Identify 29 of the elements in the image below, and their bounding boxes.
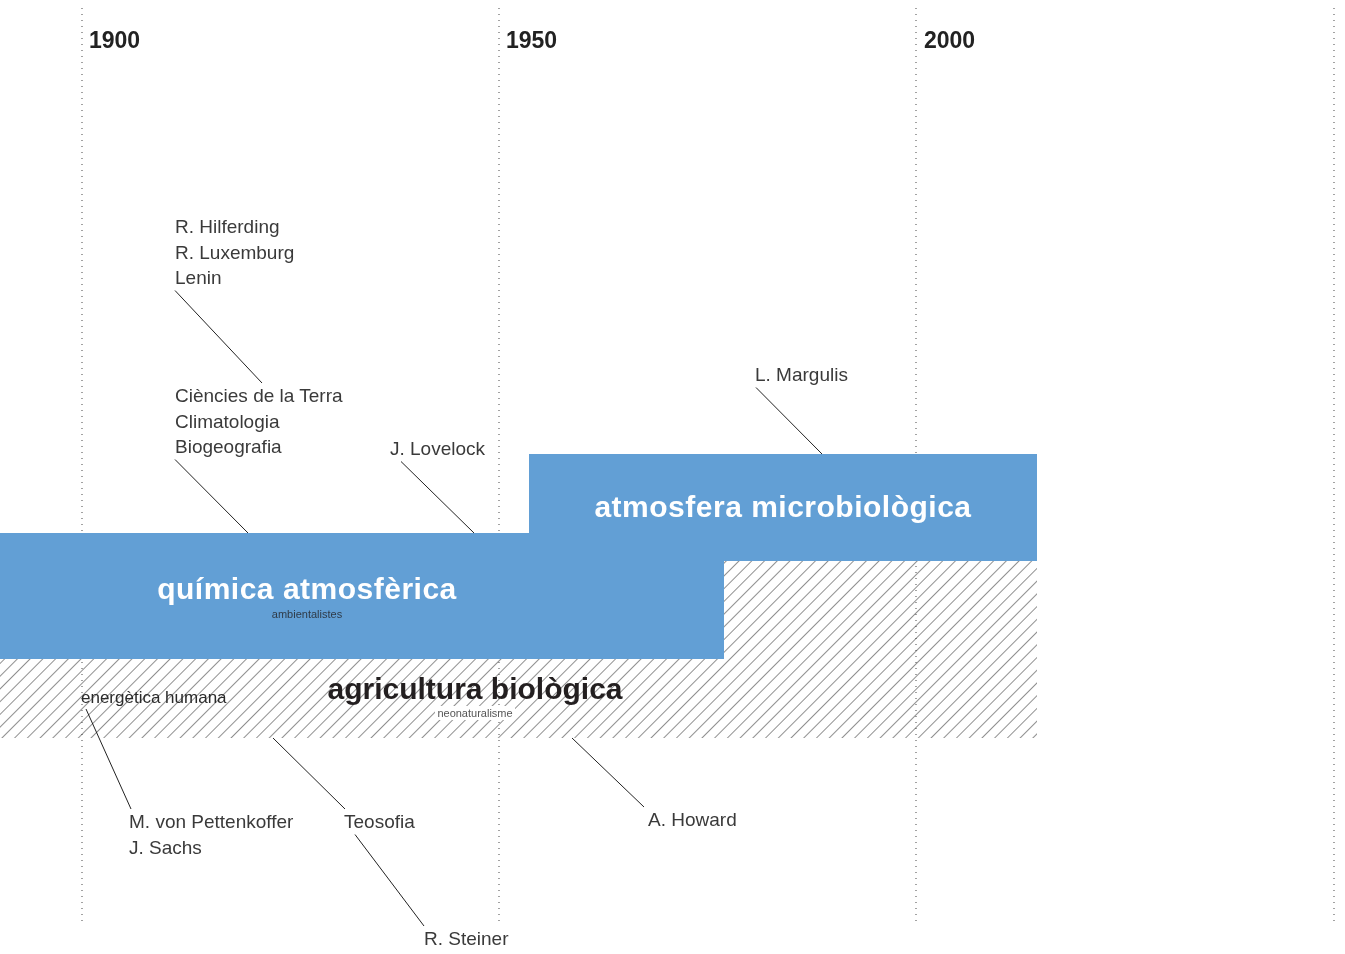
band-title: atmosfera microbiològica [594,489,972,525]
leader-line [272,737,346,810]
band-subtitle: ambientalistes [271,607,343,621]
leader-line [174,290,263,384]
leader-line [400,461,475,534]
annotation-text: Biogeografia [175,435,283,459]
annotation-text: J. Sachs [129,835,203,860]
theme-label: energètica humana [81,687,227,709]
leader-line [571,737,645,808]
band-title: agricultura biològica [327,672,623,706]
leader-line [174,459,249,534]
annotation-text: R. Luxemburg [175,240,295,265]
annotation-text: J. Lovelock [390,437,486,461]
annotation-text: Lenin [175,266,223,290]
band-subtitle: neonaturalisme [435,706,515,720]
annotation-text: L. Margulis [755,363,848,387]
topic-band [0,533,724,659]
leader-line [85,708,132,810]
annotation-text: Climatologia [175,409,281,434]
topic-band [529,454,1037,561]
leader-line [755,387,823,455]
leader-line [354,834,425,927]
band-title: química atmosfèrica [157,571,457,607]
annotation-text: R. Hilferding [175,215,281,239]
annotation-text: R. Steiner [424,927,509,951]
annotation-text: M. von Pettenkoffer [129,810,294,834]
annotation-text: Ciències de la Terra [175,384,343,408]
annotation-text: Teosofia [344,810,415,834]
annotation-text: A. Howard [648,808,737,832]
